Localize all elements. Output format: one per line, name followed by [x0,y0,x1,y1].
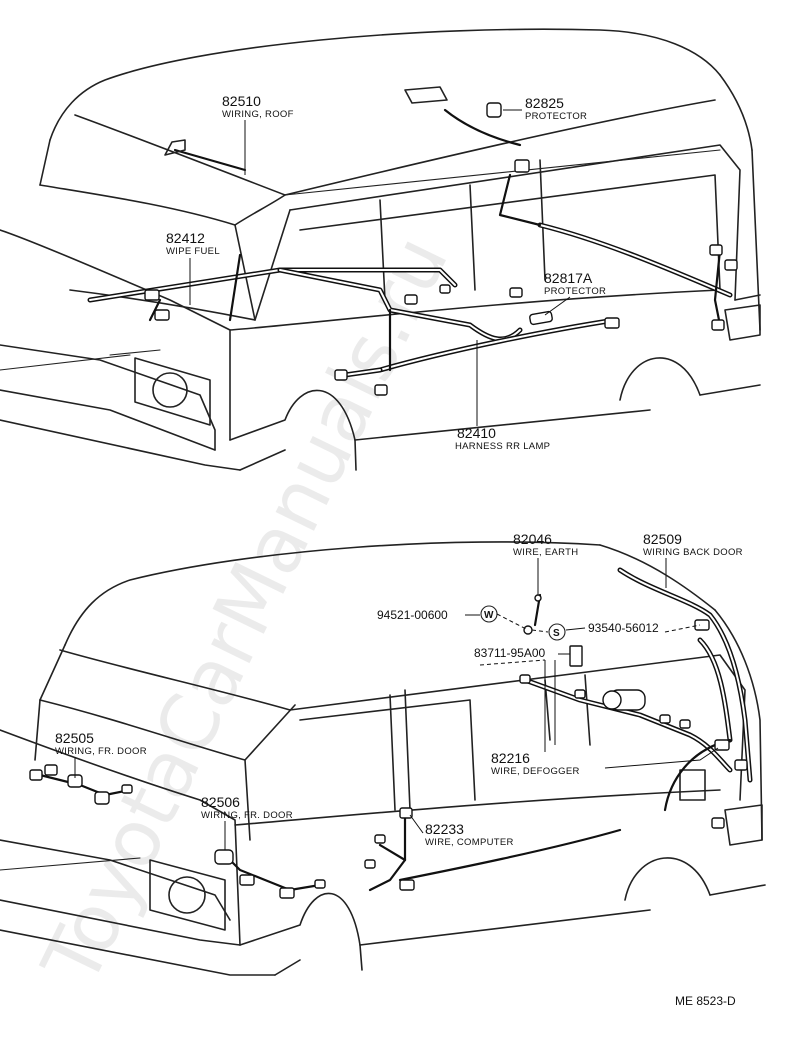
label-82510-name: WIRING, ROOF [222,109,294,120]
drawing-code: ME 8523-D [675,994,736,1008]
washer-w-symbol: W [484,610,494,621]
top-connectors [144,139,738,396]
bottom-wiring-harness [38,567,753,892]
protector-82825-icon [486,102,502,118]
label-82046-name: WIRE, EARTH [513,547,578,558]
label-83711-95a00-code: 83711-95A00 [474,646,546,660]
label-94521-00600-code: 94521-00600 [377,608,448,622]
bottom-connectors [29,619,748,899]
label-82410: 82410 HARNESS RR LAMP [455,340,550,452]
label-82410-number: 82410 [457,425,496,441]
label-82410-name: HARNESS RR LAMP [455,441,550,452]
label-82825-number: 82825 [525,95,564,111]
label-82506-name: WIRING, FR. DOOR [201,810,293,821]
label-82510: 82510 WIRING, ROOF [222,93,294,175]
label-82046: 82046 WIRE, EARTH [513,531,578,595]
label-82412: 82412 WIPE FUEL [166,230,220,305]
label-82505-number: 82505 [55,730,94,746]
label-82505: 82505 WIRING, FR. DOOR [55,730,147,778]
label-82216-name: WIRE, DEFOGGER [491,766,580,777]
label-82233-name: WIRE, COMPUTER [425,837,514,848]
label-82233: 82233 WIRE, COMPUTER [409,814,514,848]
earth-wire-terminal-icon [523,594,542,635]
label-82817a-number: 82817A [544,270,593,286]
label-82505-name: WIRING, FR. DOOR [55,746,147,757]
label-82509-number: 82509 [643,531,682,547]
label-82506-number: 82506 [201,794,240,810]
label-82506: 82506 WIRING, FR. DOOR [201,794,293,850]
relay-83711-icon [569,645,583,667]
label-82510-number: 82510 [222,93,261,109]
label-82825: 82825 PROTECTOR [503,95,587,122]
bottom-van-body [0,541,766,976]
label-82509-name: WIRING BACK DOOR [643,547,743,558]
protector-82817a-icon [529,310,553,326]
label-82216: 82216 WIRE, DEFOGGER [491,660,719,777]
label-82233-number: 82233 [425,821,464,837]
label-82817a-name: PROTECTOR [544,286,606,297]
label-93540-56012-code: 93540-56012 [588,621,659,635]
top-wiring-harness [87,108,733,378]
label-82817a: 82817A PROTECTOR [544,270,606,316]
screw-s-symbol: S [553,628,560,639]
defogger-motor-icon [602,689,646,711]
label-82412-number: 82412 [166,230,205,246]
screw-s-icon [548,623,566,641]
label-82509: 82509 WIRING BACK DOOR [643,531,743,588]
label-94521-00600: 94521-00600 W [377,605,529,631]
label-82412-name: WIPE FUEL [166,246,220,257]
label-83711-95a00: 83711-95A00 [474,646,570,666]
label-93540-56012: S 93540-56012 [531,621,701,641]
label-82216-number: 82216 [491,750,530,766]
label-82046-number: 82046 [513,531,552,547]
label-82825-name: PROTECTOR [525,111,587,122]
